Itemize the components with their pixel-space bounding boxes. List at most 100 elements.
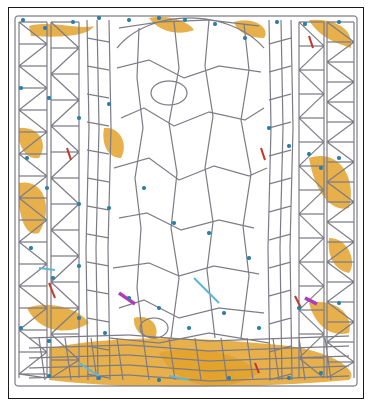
truss-edge — [326, 261, 355, 283]
crack-segment — [66, 147, 72, 161]
truss-edge — [18, 219, 48, 243]
strip-edge — [107, 19, 112, 381]
band-edge — [246, 337, 254, 381]
junction-node — [43, 26, 47, 30]
truss-edge — [50, 125, 80, 153]
strip-edge — [86, 261, 110, 267]
strip-edge — [86, 233, 110, 239]
junction-node — [213, 22, 217, 26]
truss-edge — [298, 333, 325, 359]
strip-edge — [268, 177, 292, 185]
junction-node — [157, 306, 161, 310]
band-edge — [142, 337, 150, 381]
block-edge — [139, 317, 169, 339]
truss-edge — [50, 73, 80, 101]
band-edge — [324, 337, 332, 381]
truss-edge — [326, 41, 355, 63]
truss-edge — [326, 281, 355, 303]
truss-edge — [18, 109, 48, 133]
truss-edge — [50, 255, 80, 283]
damage-region — [199, 361, 235, 384]
truss-edge — [18, 197, 48, 221]
junction-node — [45, 186, 49, 190]
crack-segment — [118, 291, 136, 306]
damage-region — [328, 238, 353, 273]
crack-segment — [260, 147, 266, 161]
junction-node — [267, 126, 271, 130]
damage-region — [234, 20, 266, 38]
crack-segment — [308, 35, 314, 49]
truss-edge — [18, 329, 48, 353]
block-edge — [150, 80, 188, 106]
junction-node — [337, 20, 341, 24]
crack-segment — [254, 362, 260, 374]
block-edge — [118, 212, 255, 231]
strip-edge — [86, 121, 110, 127]
crack-segment — [168, 375, 190, 381]
junction-node — [172, 221, 176, 225]
truss-edge — [298, 309, 325, 335]
crack-segment — [294, 295, 302, 309]
arch-edge — [116, 17, 265, 49]
strip-edge — [268, 317, 292, 325]
truss-edge — [18, 43, 48, 67]
truss-edge — [50, 21, 80, 49]
block-edge — [116, 59, 262, 79]
truss-edge — [298, 189, 325, 215]
junction-node — [275, 20, 279, 24]
strip-edge — [268, 37, 292, 45]
junction-node — [157, 378, 161, 382]
truss-edge — [298, 117, 325, 143]
strip-edge — [268, 65, 292, 73]
outer-boundary — [14, 15, 358, 387]
junction-node — [222, 311, 226, 315]
truss-edge — [50, 47, 80, 75]
truss-edge — [326, 21, 355, 43]
truss-edge — [50, 99, 80, 127]
truss-edge — [326, 101, 355, 123]
truss-edge — [326, 141, 355, 163]
truss-edge — [298, 213, 325, 239]
junction-node — [47, 96, 51, 100]
truss-edge — [298, 93, 325, 119]
truss-edge — [326, 81, 355, 103]
truss-edge — [50, 281, 80, 309]
strip-edge — [268, 121, 292, 129]
junction-node — [77, 264, 81, 268]
band-edge — [194, 337, 202, 381]
junction-node — [287, 144, 291, 148]
block-edge — [134, 27, 144, 339]
truss-edge — [326, 321, 355, 343]
junction-node — [47, 374, 51, 378]
truss-edge — [298, 237, 325, 263]
crack-segment — [78, 362, 100, 377]
truss-edge — [298, 69, 325, 95]
strip-edge — [86, 149, 110, 155]
crack-segment — [48, 282, 56, 299]
strip-edge — [289, 19, 294, 381]
band-edge — [28, 354, 350, 362]
block-edge — [108, 332, 270, 344]
crack-segment — [304, 296, 318, 306]
truss-edge — [18, 65, 48, 89]
junction-node — [77, 202, 81, 206]
damage-region — [309, 19, 352, 48]
crack-segment — [38, 267, 56, 271]
strip-edge — [86, 317, 110, 323]
diagram-frame — [8, 7, 364, 399]
junction-node — [337, 156, 341, 160]
strip-edge — [268, 261, 292, 269]
band-edge — [168, 337, 176, 381]
junction-node — [77, 316, 81, 320]
strip-edge — [85, 19, 90, 381]
truss-edge — [298, 21, 325, 47]
junction-node — [77, 116, 81, 120]
damage-region — [29, 24, 94, 37]
truss-edge — [326, 221, 355, 243]
junction-node — [303, 22, 307, 26]
truss-edge — [18, 131, 48, 155]
truss-edge — [50, 229, 80, 257]
junction-node — [21, 18, 25, 22]
junction-node — [19, 86, 23, 90]
truss-edge — [326, 61, 355, 83]
